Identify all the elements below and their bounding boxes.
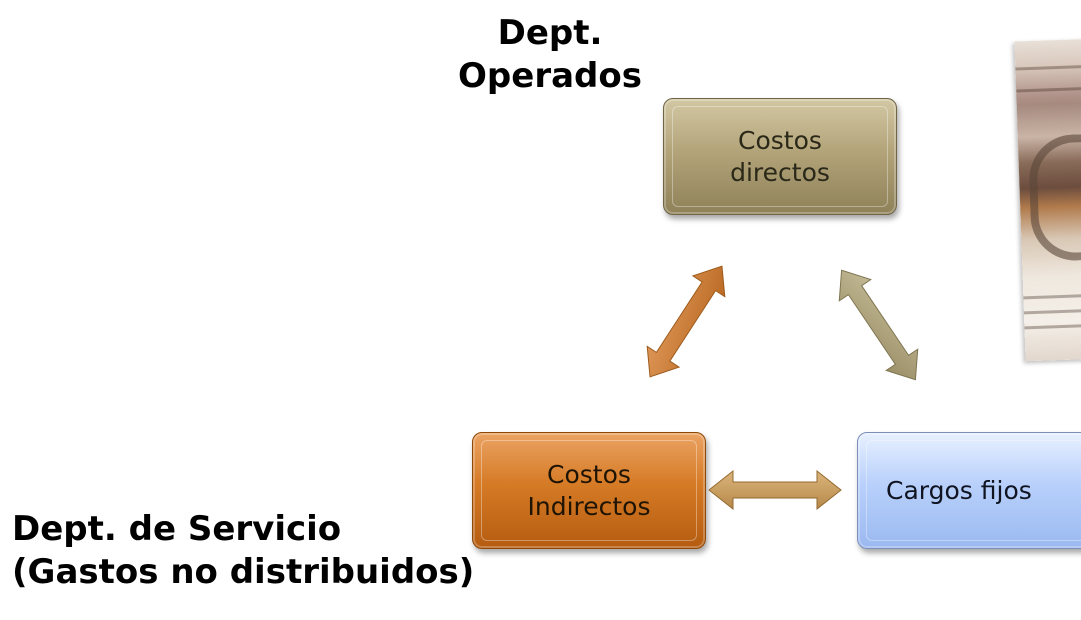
service-department-label: Dept. de Servicio (Gastos no distribuido… (12, 508, 474, 593)
operated-departments-label-line-2: Operados (458, 55, 642, 96)
fixed-charges-text: Cargos fijos (886, 475, 1032, 505)
direct-costs-box: Costos directos (663, 98, 897, 215)
arrow-indirect-to-direct (646, 265, 726, 378)
arrow-indirect-to-fixed (708, 469, 842, 511)
indirect-costs-line-2: Indirectos (527, 491, 651, 521)
service-department-label-line-2: (Gastos no distribuidos) (12, 551, 475, 592)
indirect-costs-box: Costos Indirectos (472, 432, 706, 549)
direct-costs-text: Costos directos (730, 125, 830, 188)
indirect-costs-text: Costos Indirectos (527, 459, 650, 522)
operated-departments-label-line-1: Dept. (497, 13, 603, 53)
direct-costs-line-2: directos (730, 157, 830, 187)
indirect-costs-line-1: Costos (547, 460, 631, 490)
operated-departments-label: Dept. Operados (440, 12, 660, 97)
arrow-direct-to-fixed (838, 269, 919, 381)
fixed-charges-box: Cargos fijos (857, 432, 1081, 549)
service-department-label-line-1: Dept. de Servicio (12, 509, 342, 549)
direct-costs-line-1: Costos (738, 126, 822, 156)
